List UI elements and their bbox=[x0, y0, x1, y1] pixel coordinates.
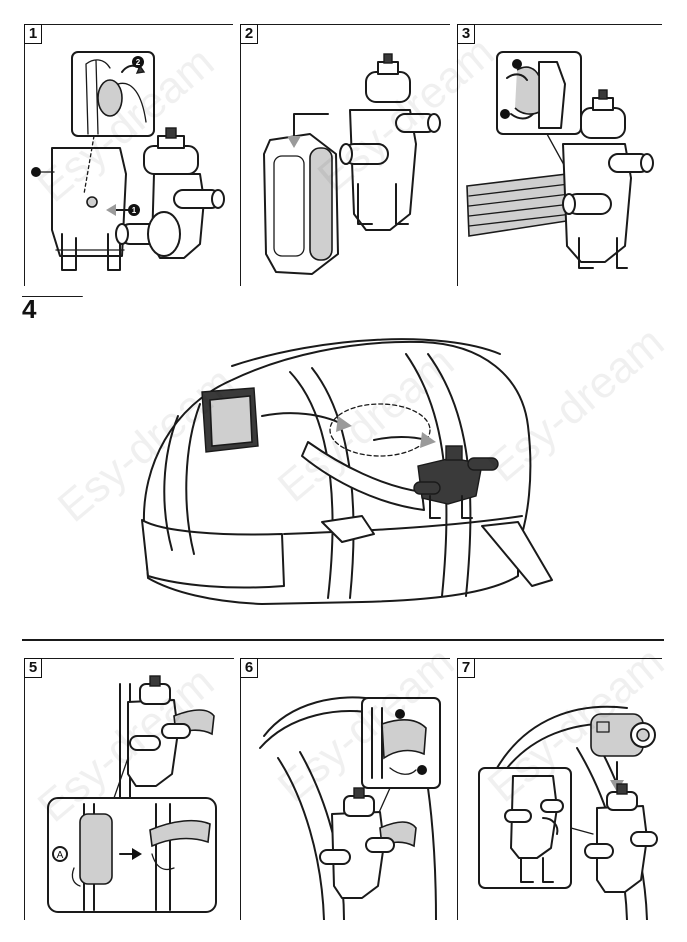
step-4-illustration bbox=[22, 296, 664, 641]
step-5-panel: A 5 bbox=[24, 658, 234, 920]
step-7-panel: 7 bbox=[457, 658, 662, 920]
step-5-illustration: A bbox=[24, 658, 234, 920]
step-6-label: 6 bbox=[240, 658, 258, 678]
step-6-panel: 6 bbox=[240, 658, 450, 920]
callout-a: A bbox=[57, 850, 64, 861]
step-1-illustration: 2 1 bbox=[24, 24, 233, 286]
mount-6 bbox=[331, 811, 385, 899]
step-7-illustration bbox=[457, 658, 662, 920]
step-7-label: 7 bbox=[457, 658, 475, 678]
step-1-panel: 2 1 1 bbox=[24, 24, 233, 286]
step-6-illustration bbox=[240, 658, 450, 920]
step-3-panel: 3 bbox=[457, 24, 662, 286]
callout-2: 2 bbox=[136, 58, 141, 67]
step-4-panel: 4 bbox=[22, 296, 664, 644]
step-3-label: 3 bbox=[457, 24, 475, 44]
step-5-label: 5 bbox=[24, 658, 42, 678]
step-4-label: 4 bbox=[22, 294, 37, 324]
mount-on-helmet bbox=[413, 445, 499, 519]
action-camera bbox=[590, 713, 656, 757]
step-2-panel: 2 bbox=[240, 24, 450, 286]
helmet-headband bbox=[301, 441, 425, 511]
step-1-label: 1 bbox=[24, 24, 42, 44]
step-2-illustration bbox=[240, 24, 450, 286]
mount-7 bbox=[596, 805, 648, 893]
callout-1: 1 bbox=[132, 206, 137, 215]
step-3-illustration bbox=[457, 24, 662, 286]
step-2-label: 2 bbox=[240, 24, 258, 44]
